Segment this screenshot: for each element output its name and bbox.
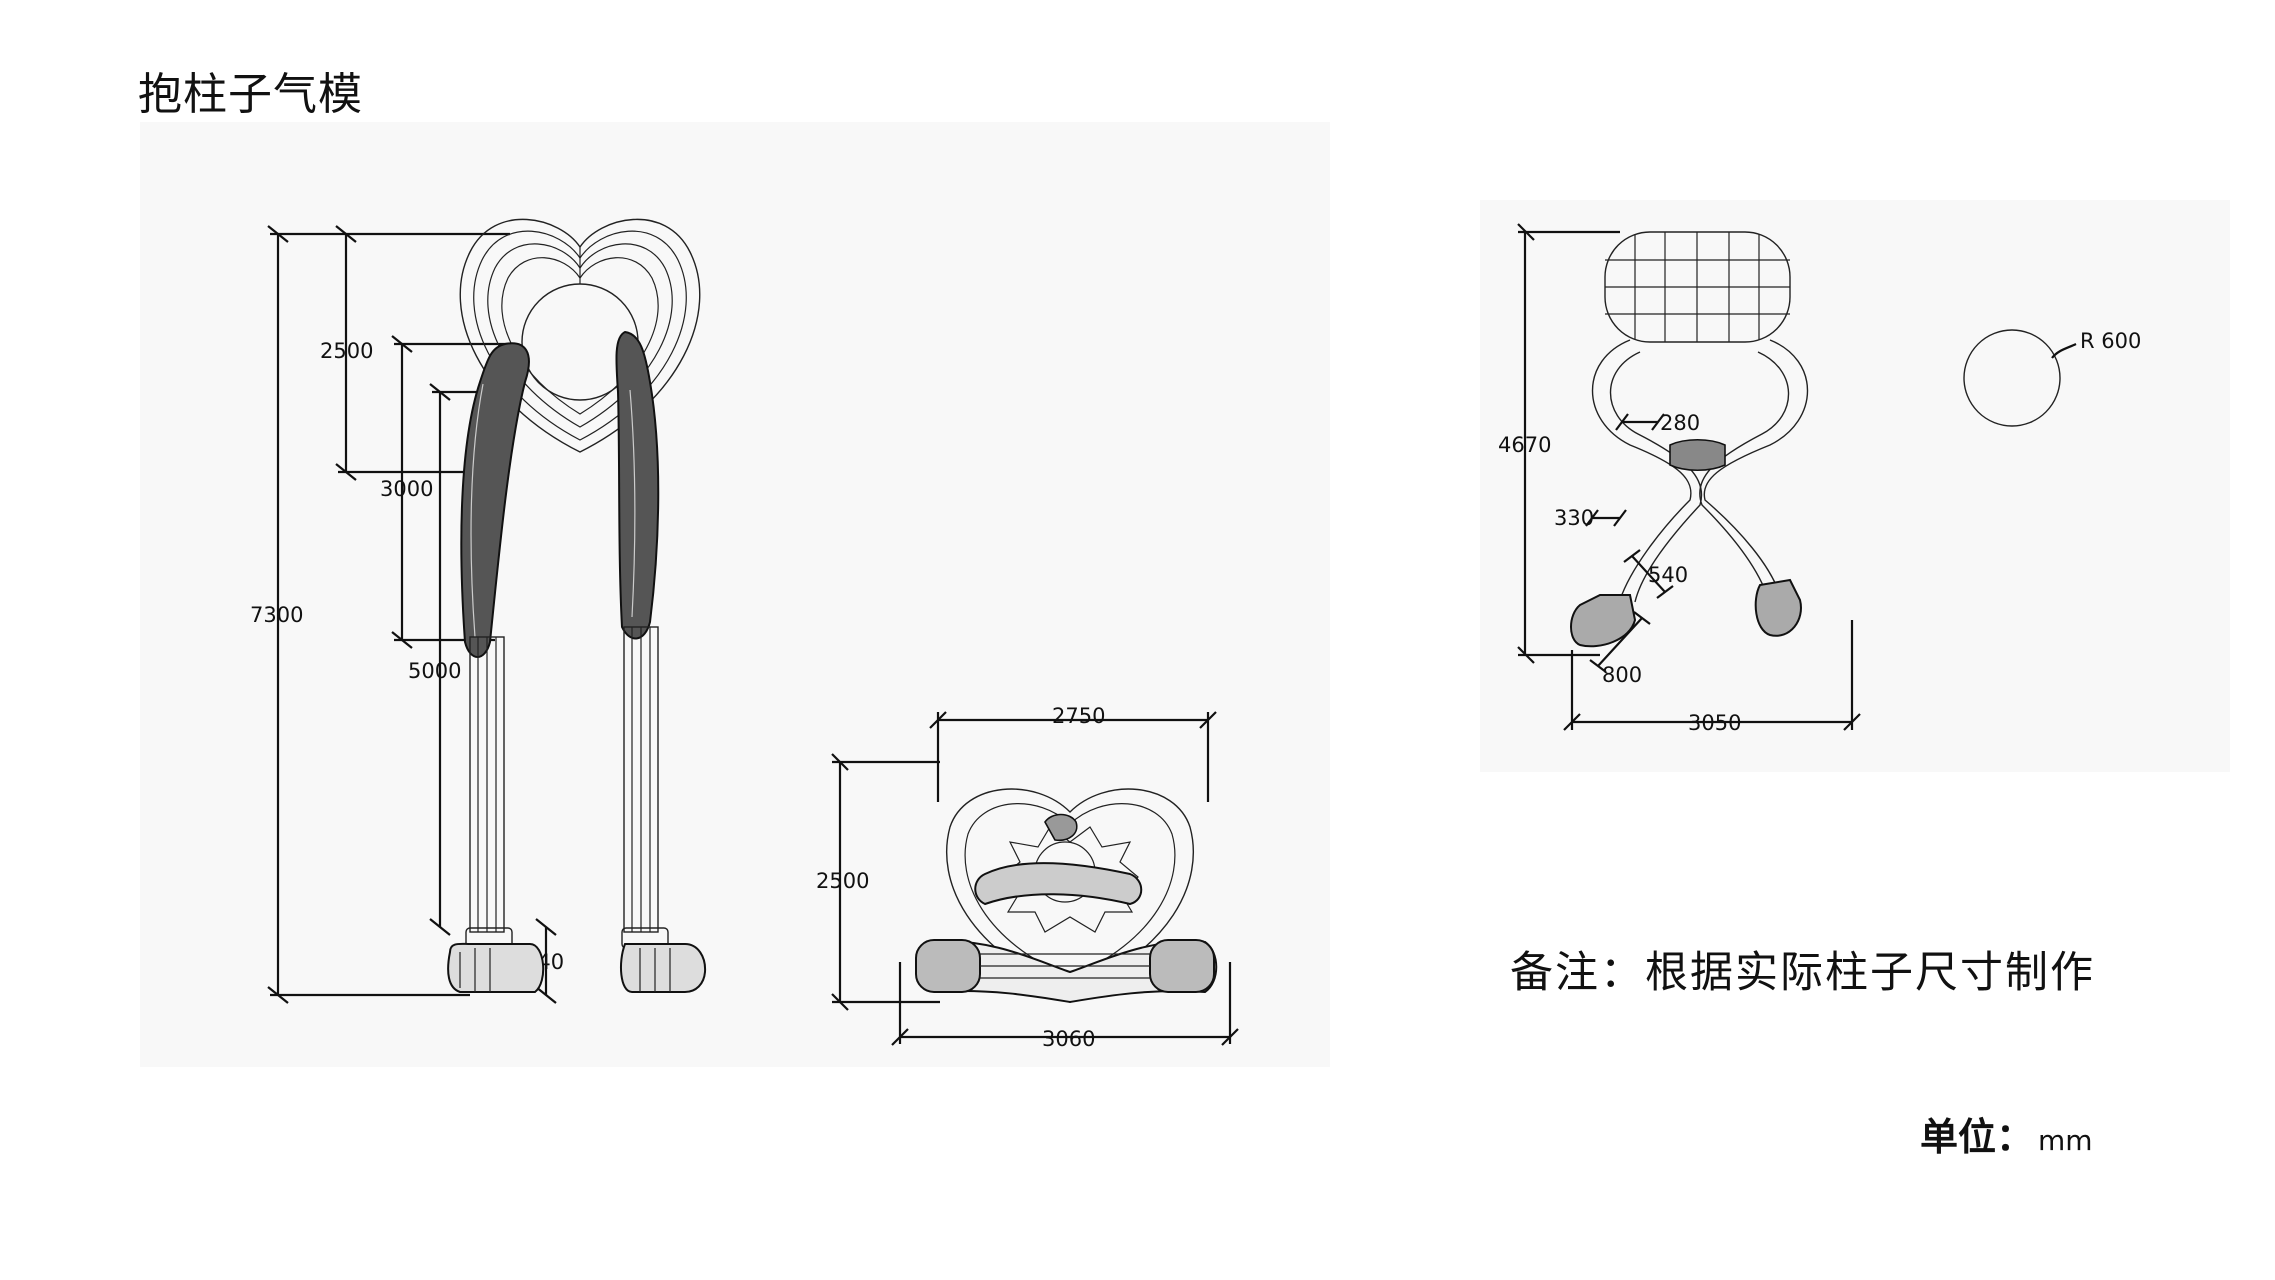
unit-label: 单位：mm: [1920, 1106, 2093, 1161]
top-cushion-wireframe: [1604, 231, 1791, 343]
unit-prefix: 单位：: [1920, 1115, 2035, 1159]
dim-radius: R 600: [2080, 329, 2141, 353]
dim-base-width: 3050: [1688, 711, 1741, 735]
dim-arm-gap: 280: [1660, 411, 1700, 435]
dim-width-bottom: 3060: [1042, 1027, 1095, 1051]
right-leg: [623, 626, 659, 933]
top-view-base: [915, 939, 1218, 1004]
right-arm: [615, 330, 660, 640]
dim-side-foot-height: 540: [1648, 563, 1688, 587]
side-foot-left: [1570, 594, 1637, 648]
page-title: 抱柱子气模: [138, 69, 363, 120]
side-arms-wireframe: [1591, 339, 1809, 603]
dim-arm-height: 3000: [380, 477, 433, 501]
dim-leg-height: 5000: [408, 659, 461, 683]
dim-total-height: 7300: [250, 603, 303, 627]
dim-foot-gap: 330: [1554, 506, 1594, 530]
dim-heart-height: 2500: [320, 339, 373, 363]
right-foot: [619, 927, 707, 993]
dim-side-height: 4670: [1498, 433, 1551, 457]
dim-top-height: 2500: [816, 869, 869, 893]
left-leg: [469, 636, 505, 933]
circle-section: R 600: [1963, 329, 2141, 427]
left-foot: [447, 927, 545, 993]
top-view-heart: [946, 788, 1194, 993]
front-view-drawing: 7300 2500 3000 5000 640: [140, 122, 1330, 1067]
dim-foot-length: 800: [1602, 663, 1642, 687]
unit-value: mm: [2038, 1124, 2093, 1157]
dim-width-top: 2750: [1052, 704, 1105, 728]
side-view-drawing: 4670: [1480, 200, 2230, 772]
side-foot-right: [1754, 578, 1802, 637]
heart-wireframe: [459, 218, 701, 453]
left-arm: [460, 342, 530, 658]
remark-note: 备注：根据实际柱子尺寸制作: [1510, 948, 2095, 998]
